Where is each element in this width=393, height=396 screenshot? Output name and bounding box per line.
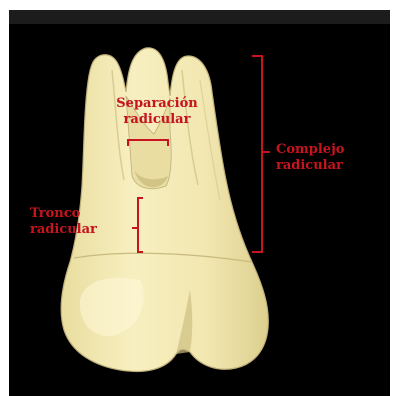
label-root-complex: Complejo radicular — [276, 142, 344, 174]
bracket-root-complex — [252, 56, 270, 252]
label-root-separation: Separación radicular — [109, 96, 205, 128]
label-root-complex-line2: radicular — [276, 158, 344, 174]
label-root-trunk-line1: Tronco — [30, 206, 97, 222]
label-root-complex-line1: Complejo — [276, 142, 344, 158]
label-root-separation-line1: Separación — [109, 96, 205, 112]
label-root-separation-line2: radicular — [109, 112, 205, 128]
label-root-trunk-line2: radicular — [30, 222, 97, 238]
label-root-trunk: Tronco radicular — [30, 206, 97, 238]
